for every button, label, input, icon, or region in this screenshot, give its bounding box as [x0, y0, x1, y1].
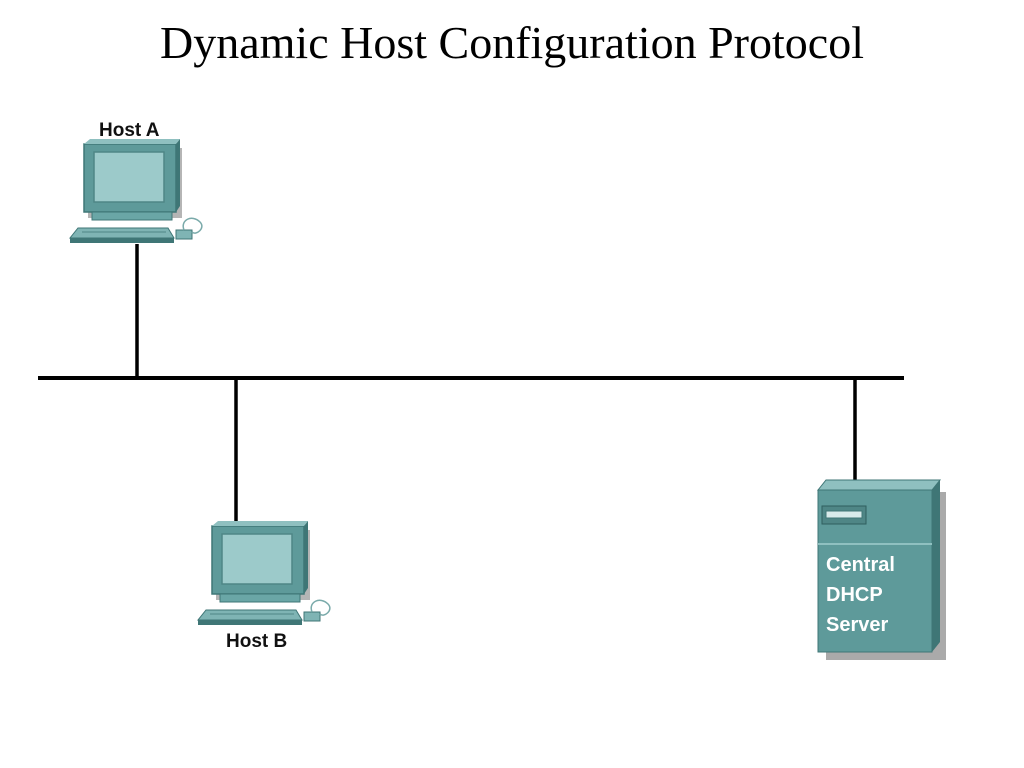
page-title: Dynamic Host Configuration Protocol: [160, 17, 864, 68]
host-a-label: Host A: [99, 120, 160, 141]
server-label: Central DHCP Server: [826, 550, 895, 640]
dhcp-server-icon: [816, 479, 946, 660]
server-label-line: DHCP: [826, 584, 883, 606]
server-label-line: Central: [826, 554, 895, 576]
host-a-workstation-icon: [68, 139, 203, 243]
host-b-label: Host B: [226, 631, 288, 652]
server-label-line: Server: [826, 614, 889, 636]
host-b-workstation-icon: [196, 521, 331, 625]
